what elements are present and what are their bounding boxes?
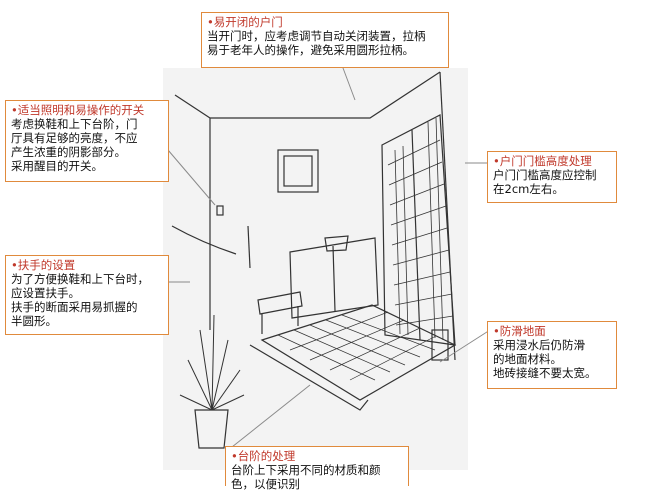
plant-pot [194,409,229,449]
leader-floor [439,329,491,363]
step-edge [249,344,369,411]
callout-threshold: •户门门槛高度处理 户门门槛高度应控制 在2cm左右。 [487,151,617,203]
callout-handrail-line: 半圆形。 [11,314,57,328]
callout-threshold-line: 在2cm左右。 [493,182,564,196]
callout-threshold-line: 户门门槛高度应控制 [493,168,597,182]
ceiling-line [174,94,211,119]
bench [257,291,303,334]
door-panel-divider [411,129,421,341]
tile-floor-grid [277,311,437,381]
callout-lighting-line: 产生浓重的阴影部分。 [11,145,126,159]
callout-step-title: •台阶的处理 [231,449,296,463]
wall-picture-inner [283,155,313,187]
callout-floor: •防滑地面 采用浸水后仍防滑 的地面材料。 地砖接缝不要太宽。 [487,321,617,389]
back-wall-top [210,71,441,119]
leader-step [231,384,311,448]
callout-lighting-line: 考虑换鞋和上下台阶，门 [11,117,138,131]
callout-step: •台阶的处理 台阶上下采用不同的材质和颜 色，以便识别 [225,446,409,491]
vertical-handrail [247,225,251,269]
callout-step-line: 台阶上下采用不同的材质和颜 [231,463,381,477]
callout-handrail-title: •扶手的设置 [11,258,76,272]
callout-handrail-line: 为了方便换鞋和上下台时， [11,272,149,286]
callout-floor-line: 采用浸水后仍防滑 [493,338,585,352]
flower-vase [324,235,349,252]
light-switch [216,205,224,216]
wall-picture [277,149,319,193]
callout-floor-line: 地砖接缝不要太宽。 [493,366,597,380]
callout-step-line: 色，以便识别 [231,477,300,491]
shoe-cabinet-divider [332,245,336,312]
callout-door-line: 易于老年人的操作，避免采用圆形拉柄。 [207,43,414,57]
callout-lighting-line: 厅具有足够的亮度，不应 [11,131,138,145]
callout-handrail-line: 扶手的断面采用易抓握的 [11,300,138,314]
horizontal-handrail [171,225,237,255]
callout-door-title: •易开闭的户门 [207,15,283,29]
callout-door: •易开闭的户门 当开门时，应考虑调节自动关闭装置，拉柄 易于老年人的操作，避免采… [201,12,449,68]
umbrella-stand [431,329,449,361]
callout-door-line: 当开门时，应考虑调节自动关闭装置，拉柄 [207,29,426,43]
callout-handrail-line: 应设置扶手。 [11,286,80,300]
door-grid [387,117,454,341]
plant-leaves [179,314,245,411]
callout-lighting: •适当照明和易操作的开关 考虑换鞋和上下台阶，门 厅具有足够的亮度，不应 产生浓… [5,100,169,182]
callout-lighting-line: 采用醒目的开关。 [11,159,103,173]
callout-floor-line: 的地面材料。 [493,352,562,366]
callout-handrail: •扶手的设置 为了方便换鞋和上下台时， 应设置扶手。 扶手的断面采用易抓握的 半… [5,255,169,335]
tile-floor [260,304,457,401]
callout-lighting-title: •适当照明和易操作的开关 [11,103,145,117]
leader-lighting [167,149,216,206]
callout-floor-title: •防滑地面 [493,324,546,338]
callout-threshold-title: •户门门槛高度处理 [493,154,592,168]
